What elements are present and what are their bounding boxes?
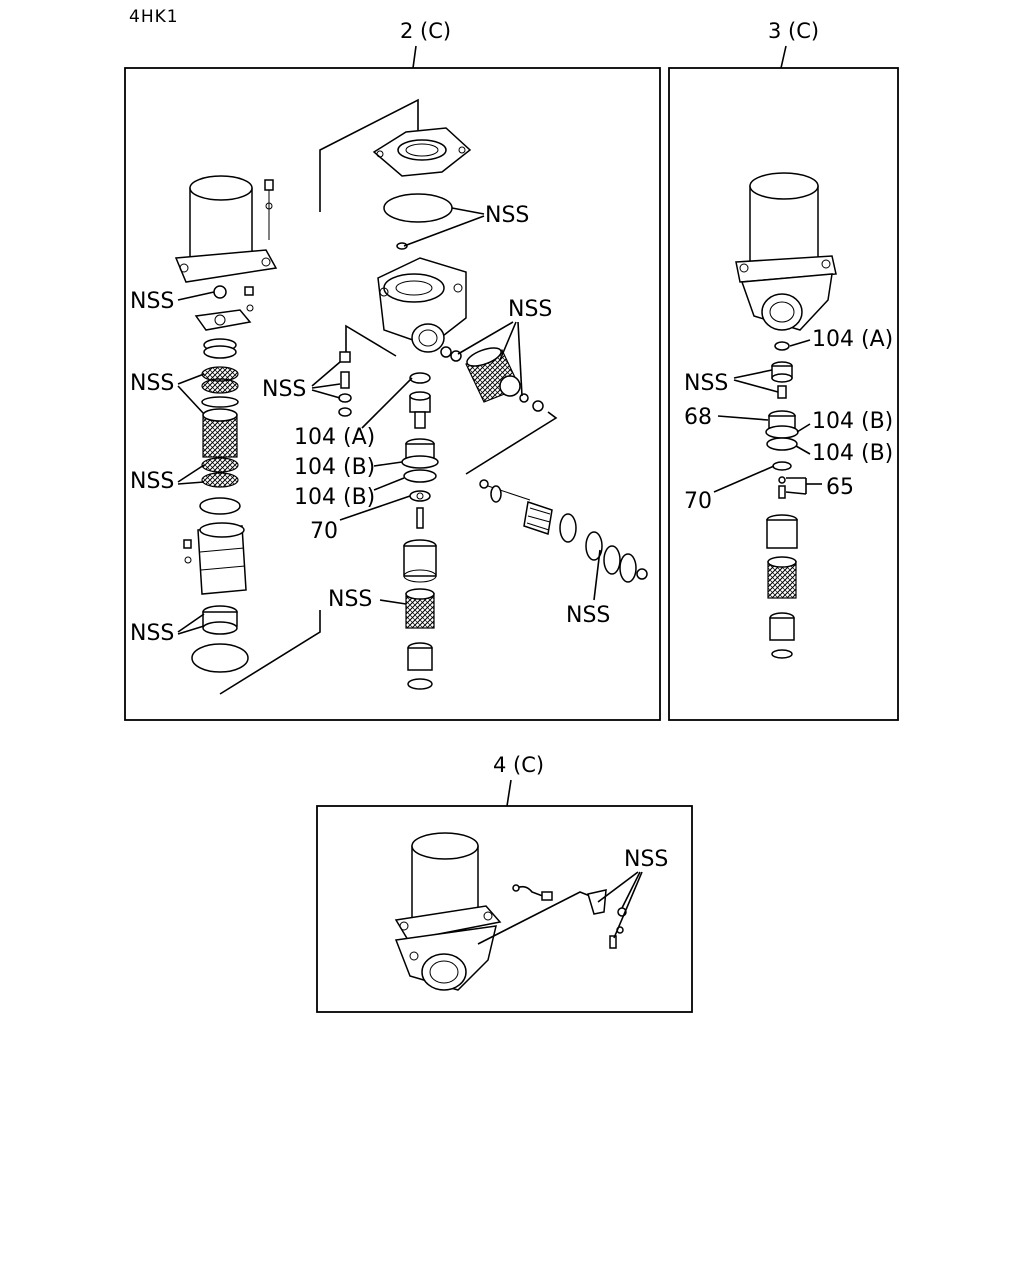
label-nss-cylinder: NSS	[508, 297, 552, 322]
panel-2-title-leader	[412, 45, 417, 69]
panel-4-title: 4 (C)	[493, 753, 544, 777]
label-65-p3: 65	[826, 475, 854, 500]
engine-code: 4HK1	[129, 7, 179, 27]
label-nss-valve-cap: NSS	[130, 621, 174, 646]
label-68-p3: 68	[684, 405, 712, 430]
center-valve-stack	[401, 372, 439, 690]
panel-3-frame	[668, 67, 899, 721]
label-nss-p3: NSS	[684, 371, 728, 396]
housing-cover-assembly	[319, 98, 472, 353]
label-nss-filter-lower: NSS	[130, 469, 174, 494]
label-nss-governor: NSS	[566, 603, 610, 628]
label-nss-filter-upper: NSS	[130, 371, 174, 396]
governor-parts	[479, 479, 648, 583]
connector-right-parts	[465, 411, 558, 475]
connector-left-parts	[345, 324, 397, 357]
connector-bottom	[219, 610, 321, 695]
label-70-p2: 70	[310, 519, 338, 544]
panel-3-title: 3 (C)	[768, 19, 819, 43]
label-nss-cartridge: NSS	[130, 289, 174, 314]
label-104a-p3: 104 (A)	[812, 327, 893, 352]
label-nss-check-valve: NSS	[262, 377, 306, 402]
label-104b-p3-lower: 104 (B)	[812, 441, 893, 466]
panel-3-callouts: 104 (A) NSS 68 104 (B) 104 (B) 70 65	[684, 327, 893, 514]
silencer-cylinder	[440, 346, 544, 412]
label-nss-p4: NSS	[624, 847, 668, 872]
panel-2-title: 2 (C)	[400, 19, 451, 43]
panel-3-assembly	[735, 172, 837, 659]
panel-3-title-leader	[780, 45, 787, 69]
dryer-cartridge-assembly	[174, 175, 278, 673]
label-104a-p2: 104 (A)	[294, 425, 375, 450]
panel-4-assembly	[394, 832, 627, 991]
check-valve-parts	[338, 351, 352, 417]
label-nss-oring: NSS	[485, 203, 529, 228]
panel-4-frame	[316, 805, 693, 1013]
label-104b-p2-lower: 104 (B)	[294, 485, 375, 510]
label-70-p3: 70	[684, 489, 712, 514]
panel-2-frame	[124, 67, 661, 721]
label-104b-p2-upper: 104 (B)	[294, 455, 375, 480]
panel-4-callouts: NSS	[597, 847, 668, 939]
label-104b-p3-upper: 104 (B)	[812, 409, 893, 434]
panel-4-title-leader	[506, 779, 512, 807]
panel-2-callouts: NSS NSS NSS NSS NSS NSS NSS 104 (A) 104 …	[130, 203, 610, 646]
label-nss-lower: NSS	[328, 587, 372, 612]
